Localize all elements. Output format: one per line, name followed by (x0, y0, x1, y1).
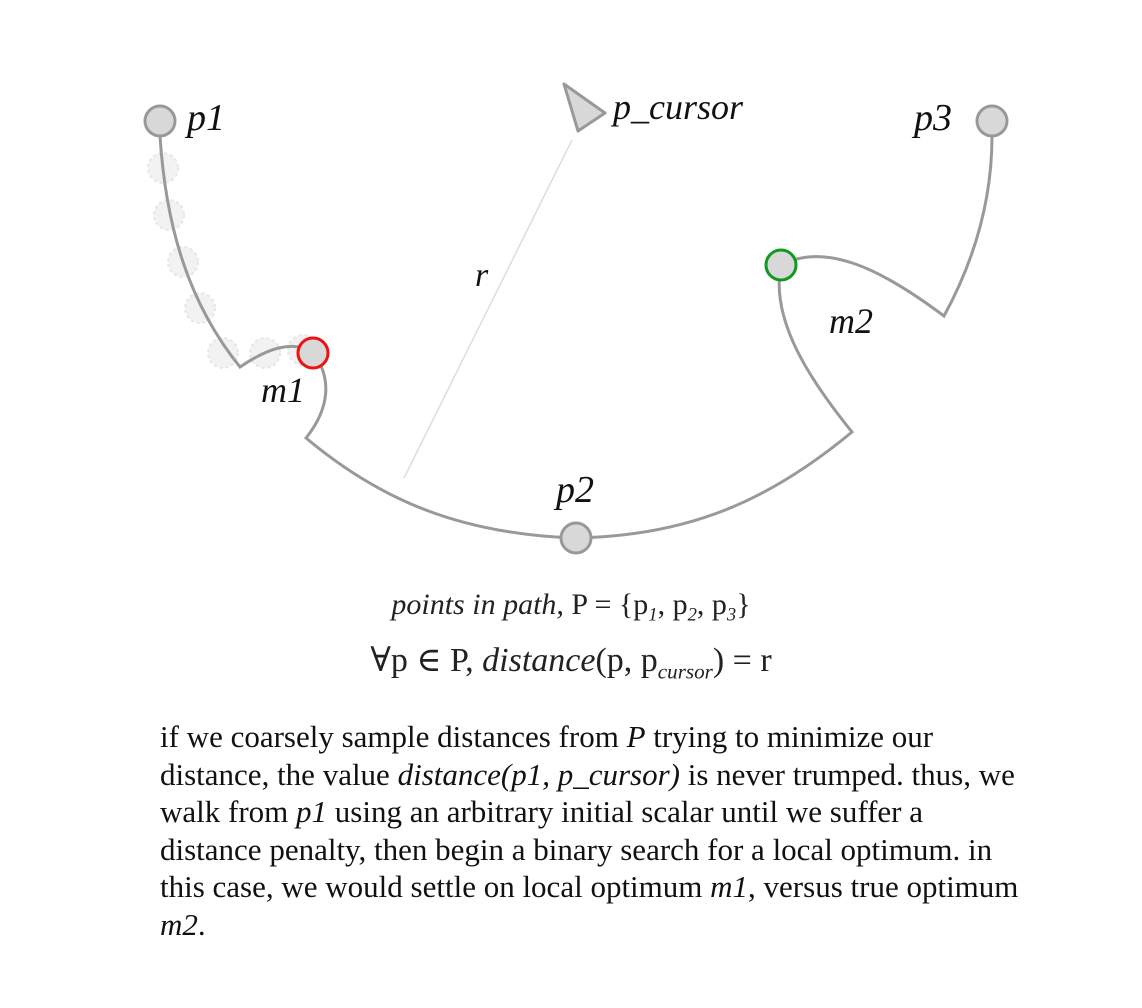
radius-label: r (475, 257, 489, 294)
p1-label: p1 (184, 97, 225, 139)
explanation-paragraph: if we coarsely sample distances from P t… (160, 719, 1019, 942)
sample-point (207, 337, 239, 369)
path-segment-p2-m2 (574, 264, 855, 540)
sample-point (184, 292, 216, 324)
p2-point (559, 521, 593, 555)
formula-set: P = {p1, p2, p3} (571, 588, 751, 626)
m1-label: m1 (261, 370, 305, 410)
p1-point (143, 104, 177, 138)
path-diagram: p1 p2 p3 p_cursor r m1 m2 (143, 82, 1009, 555)
emph-distance: distance(p1, p_cursor) (397, 756, 680, 792)
radius-line (403, 139, 573, 479)
path-segment-m1-p2 (303, 351, 576, 540)
emph-p1: p1 (296, 794, 328, 829)
m1-local-optimum (296, 336, 330, 370)
p3-label: p3 (911, 97, 952, 139)
emph-P: P (626, 719, 646, 754)
formula-points-in-path: points in path, P = {p1, p2, p3} (0, 588, 1142, 627)
p3-point (975, 104, 1009, 138)
cursor-icon (562, 82, 607, 133)
cursor-label: p_cursor (610, 87, 744, 127)
emph-m2: m2 (160, 906, 198, 942)
sample-points (147, 152, 319, 369)
emph-m1: m1 (710, 869, 749, 904)
m2-label: m2 (829, 301, 873, 341)
path-curve (158, 135, 994, 540)
p2-label: p2 (553, 469, 594, 511)
m2-true-optimum (764, 248, 798, 282)
path-segment-m2-p3 (780, 135, 994, 319)
path-segment-p1-m1 (158, 135, 314, 370)
formula-distance: ∀p ∈ P, distance(p, pcursor) = r (370, 642, 772, 684)
formula-caption: points in path, (391, 588, 564, 621)
